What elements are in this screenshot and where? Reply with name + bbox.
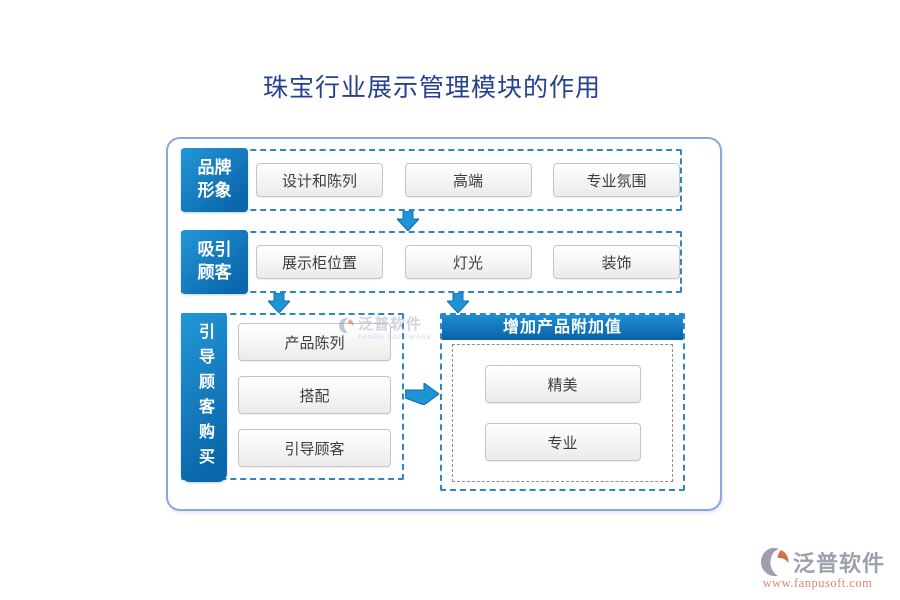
result-box-inner: 精美 专业 <box>452 344 673 482</box>
row-attract-customers-nodes: 展示柜位置 灯光 装饰 <box>256 245 680 279</box>
node-display-case-position: 展示柜位置 <box>256 245 383 279</box>
watermark-footer-brand: 泛普软件 <box>792 551 885 576</box>
diagram-frame: 品牌形象 设计和陈列 高端 专业氛围 吸引顾客 展示柜位置 灯光 装饰 引导顾客… <box>166 137 722 511</box>
node-exquisite: 精美 <box>484 365 641 403</box>
row-attract-customers-label: 吸引顾客 <box>181 230 248 294</box>
node-product-display: 产品陈列 <box>238 323 391 361</box>
node-lighting: 灯光 <box>404 245 532 279</box>
row-guide-purchase-label: 引导顾客购买 <box>181 313 227 482</box>
watermark-center-text: 泛普软件 FANPU SOFTWARE <box>358 316 433 341</box>
watermark-footer-url: www.fanpusoft.com <box>762 576 873 590</box>
node-professional-atmosphere: 专业氛围 <box>553 163 680 197</box>
row-brand-image-nodes: 设计和陈列 高端 专业氛围 <box>256 163 680 197</box>
arrow-down-icon <box>397 211 419 231</box>
row-guide-purchase-nodes: 产品陈列 搭配 引导顾客 <box>238 323 391 467</box>
result-box-header: 增加产品附加值 <box>442 315 683 340</box>
row-brand-image-label: 品牌形象 <box>181 148 248 212</box>
node-professional: 专业 <box>484 423 641 461</box>
row-guide-purchase-label-text: 引导顾客购买 <box>196 322 213 473</box>
node-high-end: 高端 <box>404 163 532 197</box>
watermark-center-brand: 泛普软件 <box>358 316 423 333</box>
node-design-and-display: 设计和陈列 <box>256 163 383 197</box>
page-title: 珠宝行业展示管理模块的作用 <box>262 75 601 102</box>
row-attract-customers-label-text: 吸引顾客 <box>197 240 232 282</box>
node-matching: 搭配 <box>238 376 391 414</box>
row-brand-image-label-text: 品牌形象 <box>197 158 232 200</box>
fanpu-logo-icon <box>760 547 789 576</box>
arrow-down-icon <box>447 293 469 313</box>
result-box: 增加产品附加值 精美 专业 <box>440 313 685 491</box>
watermark-footer-row: 泛普软件 <box>750 546 885 578</box>
watermark-center-subtitle: FANPU SOFTWARE <box>358 333 433 341</box>
node-decoration: 装饰 <box>553 245 680 279</box>
watermark-center: 泛普软件 FANPU SOFTWARE <box>338 316 433 341</box>
arrow-down-icon <box>268 293 290 313</box>
node-guide-customers: 引导顾客 <box>238 429 391 467</box>
arrow-right-icon <box>405 383 439 405</box>
fanpu-logo-icon <box>339 317 354 333</box>
watermark-footer: 泛普软件 www.fanpusoft.com <box>750 546 885 591</box>
